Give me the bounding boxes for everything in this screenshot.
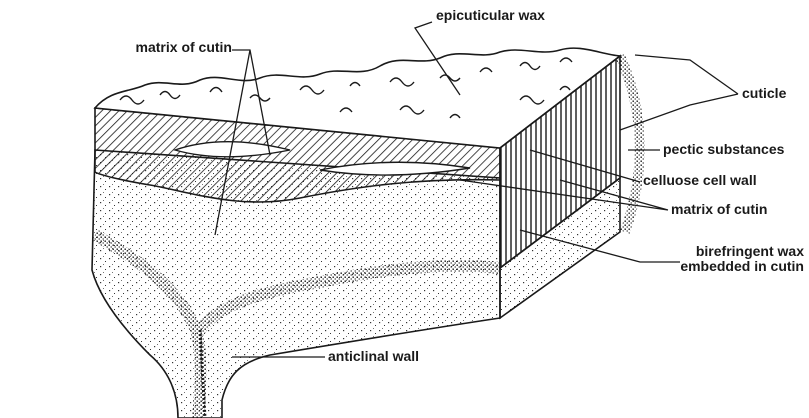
label-anticlinal-wall: anticlinal wall: [328, 349, 419, 364]
label-cuticle: cuticle: [742, 86, 786, 101]
label-celluose-cell-wall: celluose cell wall: [643, 173, 757, 188]
label-birefringent-wax-line1: birefringent wax: [650, 244, 804, 259]
label-epicuticular-wax: epicuticular wax: [436, 8, 545, 23]
label-pectic-substances: pectic substances: [663, 142, 784, 157]
label-matrix-of-cutin-top: matrix of cutin: [98, 40, 232, 55]
label-birefringent-wax: birefringent wax embedded in cutin: [650, 244, 804, 274]
label-matrix-of-cutin-right: matrix of cutin: [671, 202, 767, 217]
label-birefringent-wax-line2: embedded in cutin: [650, 259, 804, 274]
